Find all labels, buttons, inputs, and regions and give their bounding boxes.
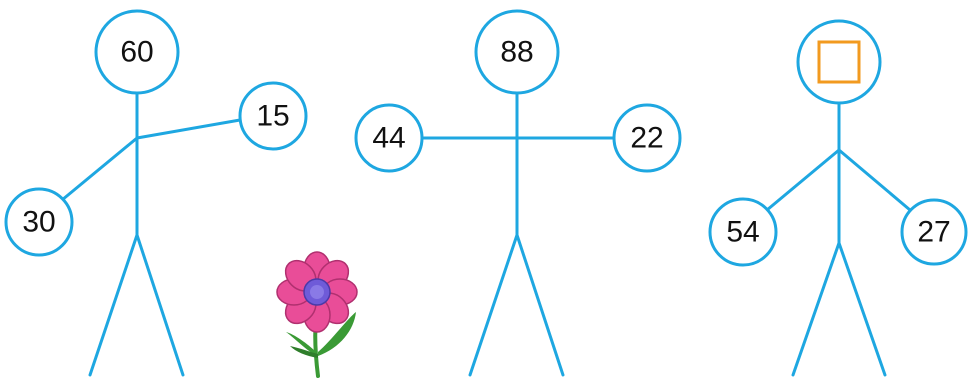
figure-3-right-arm	[837, 148, 912, 212]
figure-2-head-value: 88	[500, 36, 533, 69]
figure-3-left-arm	[765, 148, 841, 212]
figure-1-left-value: 30	[22, 206, 55, 239]
figure-3-right-value: 27	[917, 216, 950, 249]
figure-3-left-leg	[791, 241, 841, 377]
number-bond-figure-2: 88 44 22	[354, 9, 682, 377]
number-bond-figure-3: 54 27	[708, 19, 968, 377]
figure-2-head-circle	[474, 9, 560, 95]
figure-1-right-circle	[238, 81, 308, 151]
figure-3-right-circle	[900, 198, 968, 266]
figure-3-right-leg	[837, 241, 887, 377]
figure-1-left-leg	[88, 233, 139, 377]
figure-2-left-value: 44	[372, 122, 405, 155]
figure-1-head-circle	[94, 9, 180, 95]
figure-3-left-circle	[708, 197, 778, 267]
figure-3-left-value: 54	[726, 216, 759, 249]
blank-answer-box[interactable]	[817, 40, 861, 84]
figure-2-right-value: 22	[630, 122, 663, 155]
figure-2-right-leg	[515, 233, 565, 377]
figure-2-left-circle	[354, 103, 424, 173]
figure-1-right-value: 15	[256, 100, 289, 133]
figure-1-left-circle	[4, 187, 74, 257]
figure-1-head-value: 60	[120, 36, 153, 69]
figure-1-right-leg	[135, 233, 185, 377]
figure-2-left-leg	[468, 233, 519, 377]
number-bond-figure-1: 60 30 15	[4, 9, 308, 377]
figure-1-right-arm	[135, 118, 242, 140]
flower-icon	[276, 251, 358, 378]
figure-2-right-circle	[612, 103, 682, 173]
figure-1-left-arm	[60, 136, 139, 202]
